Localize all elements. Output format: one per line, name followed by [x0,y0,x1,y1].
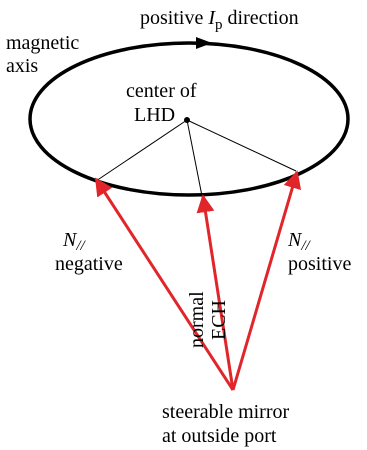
center-line-right [186,119,297,172]
ray-negative [94,177,235,391]
ip-direction-arrowhead [196,37,212,49]
ray-normal [196,194,235,391]
magnetic-axis-ellipse [28,41,350,197]
normal-label: normal [186,291,208,348]
ray-positive [231,170,302,391]
negative-label: negative [55,253,123,275]
n-negative-symbol: N// [62,229,87,254]
ip-direction-label: positive Ip direction [140,7,299,33]
mirror-label-line1: steerable mirror [162,401,289,423]
ech-label: ECH [208,300,230,340]
magnetic-axis-label-line2: axis [6,55,38,77]
center-line-middle [186,119,203,197]
magnetic-axis-label-line1: magnetic [6,32,79,54]
mirror-label-line2: at outside port [162,425,277,447]
center-label-line1: center of [126,80,197,102]
positive-label: positive [288,253,351,275]
n-positive-symbol: N// [287,229,312,254]
center-line-left [95,119,188,182]
center-label-line2: LHD [134,104,175,126]
